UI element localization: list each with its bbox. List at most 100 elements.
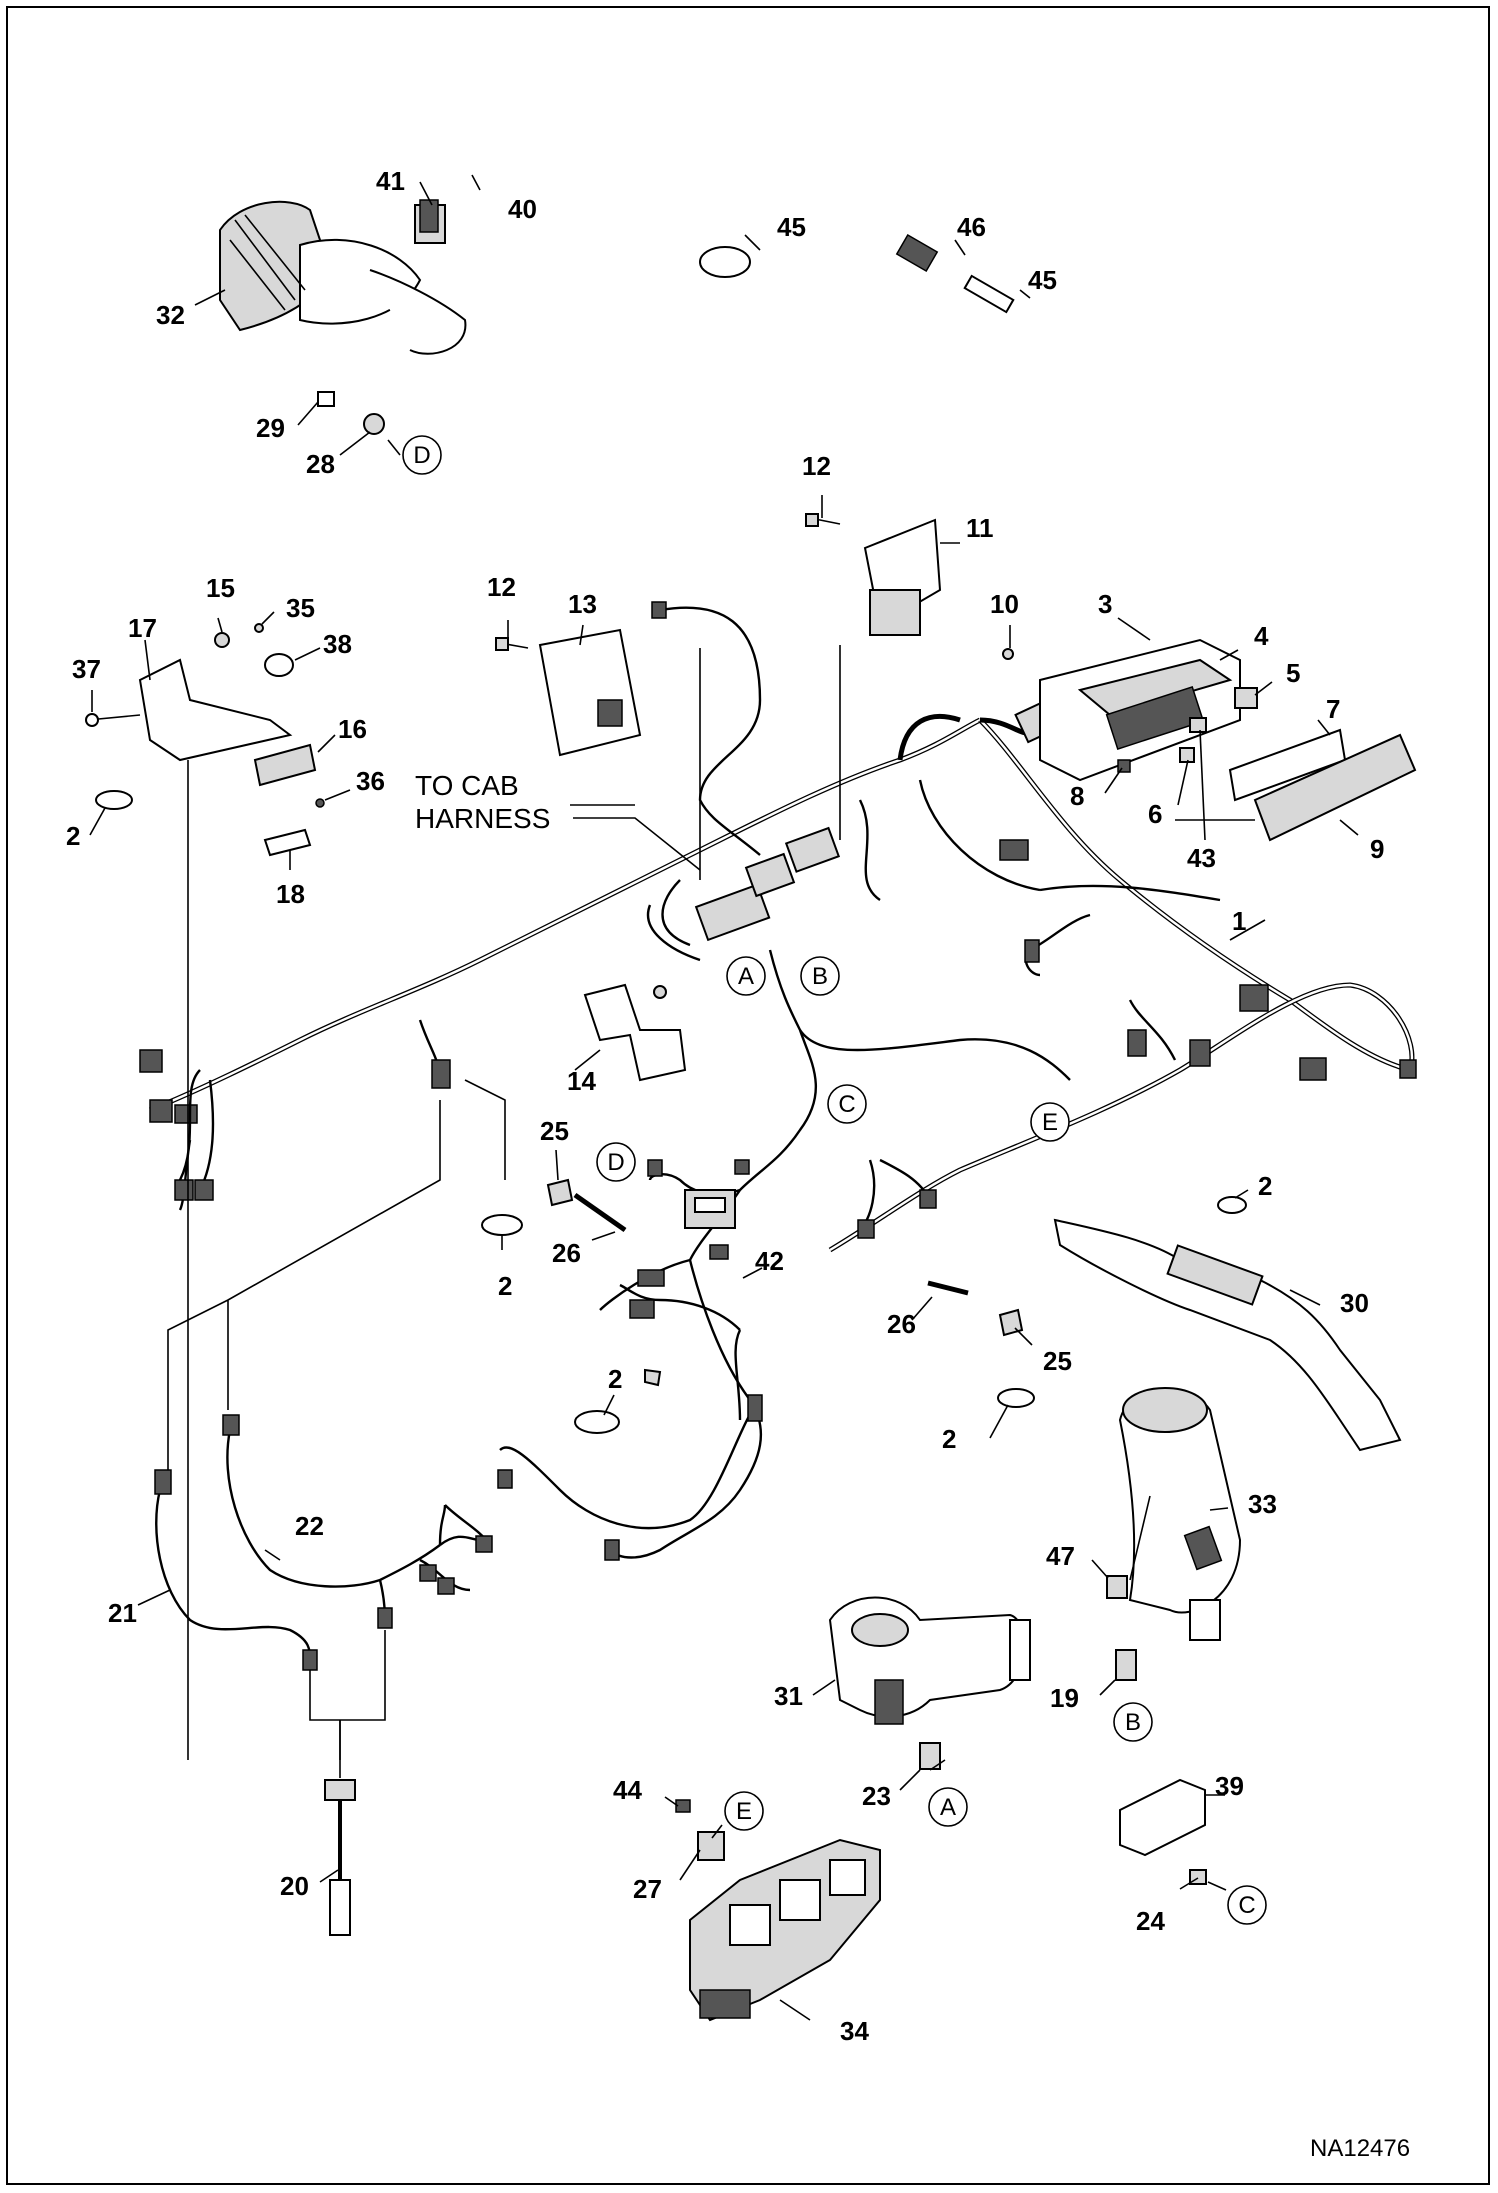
part-47 xyxy=(1106,1575,1128,1599)
ref-b-harness: B xyxy=(812,963,828,990)
part-45-pin xyxy=(963,274,1015,314)
callout-2-top-right: 2 xyxy=(1258,1171,1272,1201)
callout-34: 34 xyxy=(840,2016,869,2046)
part-32-housing xyxy=(219,200,467,355)
part-10 xyxy=(1002,648,1014,660)
part-30 xyxy=(1053,1218,1402,1452)
callout-40: 40 xyxy=(508,194,537,224)
callout-2-left: 2 xyxy=(66,821,80,851)
connection-ref-circles xyxy=(402,435,1267,1925)
part-12-screw-upper xyxy=(805,513,819,527)
part-13-connector xyxy=(597,699,623,727)
part-6 xyxy=(1179,747,1195,763)
callout-12-lower: 12 xyxy=(487,572,516,602)
part-20-sensor xyxy=(324,1779,356,1936)
harness-42 xyxy=(497,949,1071,1561)
callout-27: 27 xyxy=(633,1874,662,1904)
callout-30: 30 xyxy=(1340,1288,1369,1318)
part-11-connector xyxy=(869,589,921,636)
callout-46: 46 xyxy=(957,212,986,242)
note-line-1: TO CAB xyxy=(415,770,519,801)
harness-21 xyxy=(154,1469,318,1671)
callout-14: 14 xyxy=(567,1066,596,1096)
part-19 xyxy=(1115,1649,1137,1681)
connection-ref-letters: D A B C E D B A E C xyxy=(413,442,1255,1919)
callout-11: 11 xyxy=(966,513,994,543)
callout-2-lower: 2 xyxy=(608,1364,622,1394)
callout-25-right: 25 xyxy=(1043,1346,1072,1376)
part-17 xyxy=(138,658,293,762)
harness-stub-top xyxy=(659,606,762,856)
part-2-clip-lower xyxy=(574,1410,620,1434)
callout-32: 32 xyxy=(156,300,185,330)
harness-22 xyxy=(222,1414,493,1629)
callout-45-tie: 45 xyxy=(777,212,806,242)
part-16 xyxy=(253,743,317,787)
callout-45-pin: 45 xyxy=(1028,265,1057,295)
callout-4: 4 xyxy=(1254,621,1269,651)
part-13 xyxy=(538,628,642,757)
callout-31: 31 xyxy=(774,1681,803,1711)
callout-5: 5 xyxy=(1286,658,1300,688)
ref-c-part: C xyxy=(1238,1892,1255,1919)
part-12-screw-lower xyxy=(495,637,509,651)
ref-e-part: E xyxy=(736,1798,752,1825)
leader-lines xyxy=(89,181,1359,2021)
callout-16: 16 xyxy=(338,714,367,744)
callout-25-left: 25 xyxy=(540,1116,569,1146)
ref-a-part: A xyxy=(940,1794,956,1821)
callout-18: 18 xyxy=(276,879,305,909)
callout-7: 7 xyxy=(1326,694,1340,724)
callout-38: 38 xyxy=(323,629,352,659)
part-38 xyxy=(264,653,294,677)
part-29 xyxy=(317,391,335,407)
callout-36: 36 xyxy=(356,766,385,796)
callout-12-upper: 12 xyxy=(802,451,831,481)
callout-35: 35 xyxy=(286,593,315,623)
callout-8: 8 xyxy=(1070,781,1084,811)
part-23 xyxy=(919,1742,941,1770)
part-2-clip-centre xyxy=(481,1214,523,1236)
callout-15: 15 xyxy=(206,573,235,603)
callout-1: 1 xyxy=(1232,906,1246,936)
callout-41: 41 xyxy=(376,166,405,196)
part-2-clip-pin xyxy=(644,1368,662,1387)
part-2-clip-left xyxy=(95,790,133,810)
part-3-fuse-box xyxy=(1039,638,1241,782)
callout-44: 44 xyxy=(613,1775,642,1805)
part-45-tie xyxy=(699,246,751,278)
callout-26-left: 26 xyxy=(552,1238,581,1268)
part-14 xyxy=(583,983,687,1082)
callout-13: 13 xyxy=(568,589,597,619)
ref-c-harness: C xyxy=(838,1091,855,1118)
ref-d-top: D xyxy=(413,442,430,469)
part-37 xyxy=(85,713,99,727)
part-31-motor xyxy=(828,1596,1031,1725)
part-36 xyxy=(315,798,325,808)
callout-39: 39 xyxy=(1215,1771,1244,1801)
part-28 xyxy=(363,413,385,435)
part-27 xyxy=(697,1831,725,1861)
callout-2-right: 2 xyxy=(942,1424,956,1454)
callout-19: 19 xyxy=(1050,1683,1079,1713)
part-15 xyxy=(214,632,230,648)
part-2-clip-top-right xyxy=(1217,1196,1247,1214)
part-34-valve xyxy=(689,1838,881,2022)
ref-d-harness: D xyxy=(607,1149,624,1176)
part-46 xyxy=(895,233,939,273)
callout-9: 9 xyxy=(1370,834,1384,864)
callout-37: 37 xyxy=(72,654,101,684)
note-line-2: HARNESS xyxy=(415,803,550,834)
ref-e-harness: E xyxy=(1042,1109,1058,1136)
part-26-right xyxy=(927,1280,969,1296)
part-39 xyxy=(1119,1778,1206,1857)
callout-10: 10 xyxy=(990,589,1019,619)
part-9 xyxy=(1253,733,1417,842)
part-callouts: 1 2 2 2 2 2 3 4 5 6 7 8 9 10 11 12 12 13… xyxy=(66,166,1384,2046)
ref-b-part: B xyxy=(1125,1709,1141,1736)
callout-17: 17 xyxy=(128,613,157,643)
callout-43: 43 xyxy=(1187,843,1216,873)
part-35 xyxy=(254,623,264,633)
callout-21: 21 xyxy=(108,1598,137,1628)
